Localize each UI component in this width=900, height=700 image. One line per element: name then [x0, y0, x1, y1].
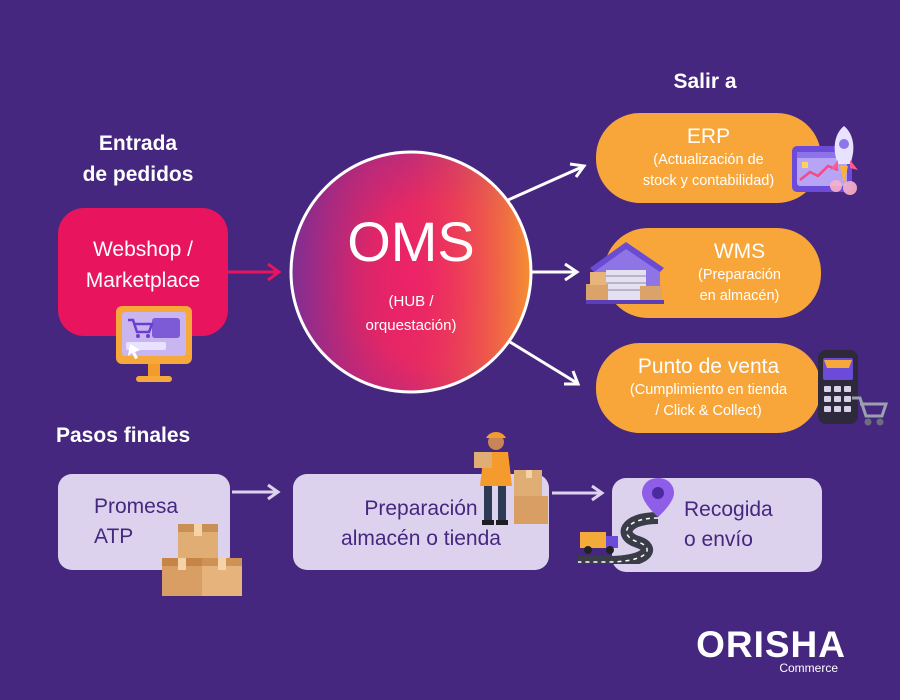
- arrow-webshop-to-oms: [228, 262, 282, 282]
- pos-line2: / Click & Collect): [655, 403, 762, 419]
- webshop-box: Webshop / Marketplace: [58, 208, 228, 336]
- webshop-line1: Webshop /: [92, 238, 193, 261]
- brand-logo: ORISHA: [696, 624, 846, 665]
- oms-circle: [289, 150, 533, 394]
- computer-cart-icon: [116, 306, 192, 382]
- step-atp-line2: ATP: [94, 525, 134, 548]
- step-preparacion-line2: almacén o tienda: [341, 527, 501, 550]
- entrada-heading-line1: Entrada: [98, 132, 178, 155]
- step-preparacion-box: Preparación almacén o tienda: [293, 474, 549, 570]
- arrow-step1-to-step2: [232, 483, 281, 501]
- wms-line2: en almacén): [699, 288, 780, 304]
- erp-box: ERP (Actualización de stock y contabilid…: [596, 113, 821, 203]
- delivery-person-icon: [474, 432, 548, 525]
- oms-subtitle-line2: orquestación): [365, 317, 457, 334]
- oms-subtitle-line1: (HUB /: [388, 293, 434, 310]
- pos-line1: (Cumplimiento en tienda: [629, 382, 788, 398]
- salir-heading: Salir a: [673, 70, 737, 93]
- rocket-dashboard-icon: [792, 126, 858, 195]
- erp-title: ERP: [686, 125, 731, 148]
- step-preparacion-line1: Preparación: [364, 497, 478, 520]
- erp-line1: (Actualización de: [653, 152, 764, 168]
- webshop-line2: Marketplace: [85, 269, 201, 292]
- brand-sub: Commerce: [779, 661, 838, 675]
- road-truck-pin-icon: [578, 478, 674, 564]
- step-atp-line1: Promesa: [94, 495, 179, 518]
- arrow-oms-to-wms: [528, 262, 580, 282]
- pos-title: Punto de venta: [637, 355, 780, 378]
- erp-line2: stock y contabilidad): [642, 173, 775, 189]
- step-recogida-line2: o envío: [684, 528, 753, 551]
- pos-box: Punto de venta (Cumplimiento en tienda /…: [596, 343, 821, 433]
- pasos-heading: Pasos finales: [56, 424, 191, 447]
- warehouse-icon: [586, 242, 664, 304]
- entrada-heading-line2: de pedidos: [82, 163, 194, 186]
- step-recogida-line1: Recogida: [684, 498, 773, 521]
- wms-line1: (Preparación: [697, 267, 781, 283]
- arrow-oms-to-erp: [507, 162, 587, 202]
- entrada-heading: Entrada de pedidos: [58, 128, 218, 190]
- arrow-step2-to-step3: [552, 484, 605, 502]
- pos-terminal-cart-icon: [818, 350, 888, 426]
- oms-subtitle: (HUB / orquestación): [291, 290, 531, 338]
- oms-title: OMS: [347, 210, 475, 273]
- arrow-oms-to-pos: [509, 340, 581, 386]
- wms-title: WMS: [713, 240, 766, 263]
- boxes-icon: [162, 524, 242, 596]
